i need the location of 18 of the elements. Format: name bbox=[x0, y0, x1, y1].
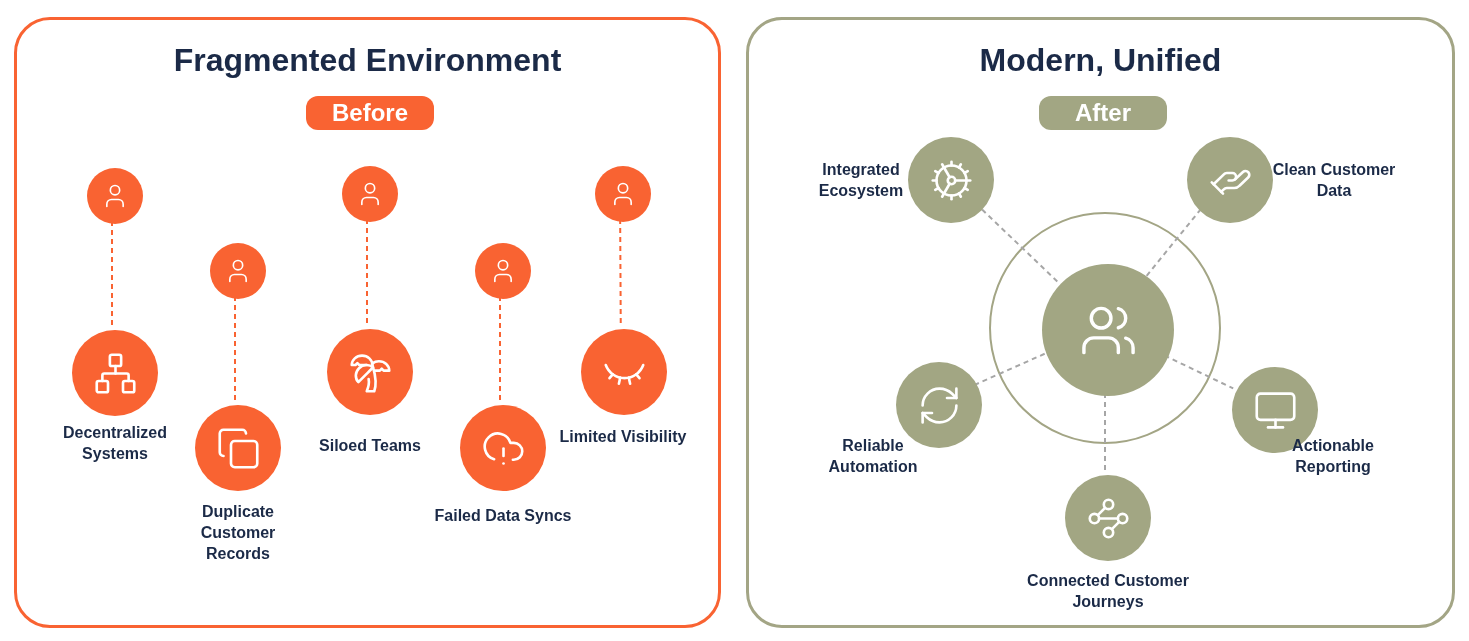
item-label: Reliable Automation bbox=[827, 436, 919, 477]
dashed-connector bbox=[1145, 209, 1201, 277]
item-label: Failed Data Syncs bbox=[433, 506, 573, 526]
item-label: Siloed Teams bbox=[318, 436, 422, 456]
item-label: Connected Customer Journeys bbox=[1026, 571, 1190, 612]
dashed-connector bbox=[974, 352, 1046, 386]
item-label: Limited Visibility bbox=[558, 427, 688, 447]
panel-card bbox=[14, 17, 721, 628]
item-label: Actionable Reporting bbox=[1291, 436, 1375, 477]
item-label: Integrated Ecosystem bbox=[817, 160, 905, 201]
status-badge: After bbox=[1039, 96, 1167, 130]
panel-card bbox=[746, 17, 1455, 628]
panel-title: Fragmented Environment bbox=[172, 41, 563, 80]
item-label: Clean Customer Data bbox=[1271, 160, 1397, 201]
panel-title: Modern, Unified bbox=[978, 41, 1223, 80]
item-label: Decentralized Systems bbox=[61, 423, 168, 464]
item-label: Duplicate Customer Records bbox=[199, 502, 277, 564]
status-badge: Before bbox=[306, 96, 434, 130]
